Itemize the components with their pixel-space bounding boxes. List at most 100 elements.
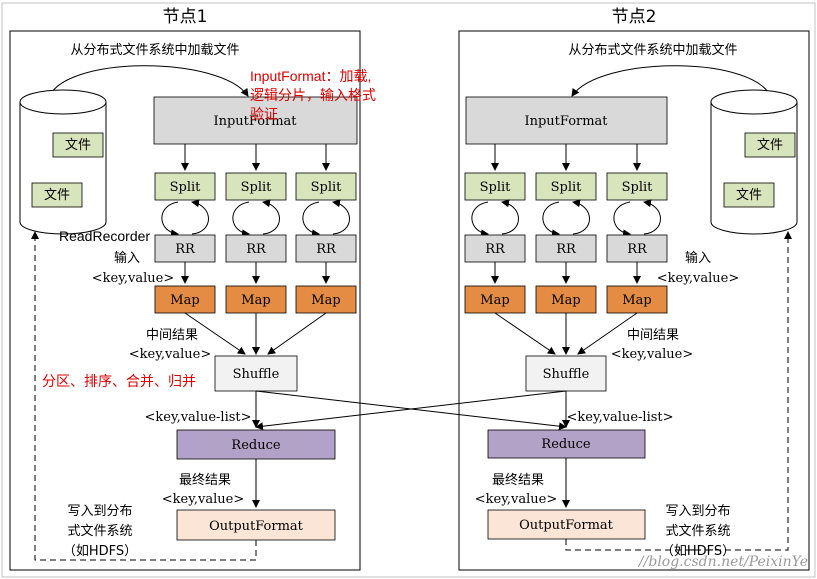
node1-map-label-3: Map bbox=[311, 293, 340, 308]
node2-file-label-2: 文件 bbox=[736, 188, 762, 203]
node2-final-label: 最终结果 bbox=[492, 472, 544, 488]
node2-write-back-path bbox=[565, 231, 792, 551]
node1-shuffle-box bbox=[214, 355, 298, 392]
node1-mid-label: 中间结果 bbox=[146, 328, 198, 343]
node2-load-arrow bbox=[571, 65, 773, 101]
inputformat-note-line-3: 验证 bbox=[250, 106, 278, 122]
node1-final-kv: <key,value> bbox=[162, 492, 244, 507]
node1-reduce-label: Reduce bbox=[231, 438, 280, 453]
node1-frame bbox=[9, 30, 361, 571]
node1-write-line-3: （如HDFS） bbox=[63, 543, 137, 559]
node1-file-label-1: 文件 bbox=[65, 138, 91, 153]
node2-rr-label-2: RR bbox=[556, 242, 577, 257]
node2-file-box-1 bbox=[744, 132, 796, 158]
node1-write-back-path bbox=[31, 231, 257, 561]
node1-map-label-2: Map bbox=[241, 293, 270, 308]
node1-file-label-2: 文件 bbox=[44, 188, 70, 203]
node1-mid-kv: <key,value> bbox=[129, 347, 211, 362]
node2-shuffle-box bbox=[525, 355, 607, 392]
cross-arrow-2-to-1 bbox=[255, 390, 567, 431]
node2-write-line-2: 式文件系统 bbox=[665, 524, 730, 539]
node1-input-kv: <key,value> bbox=[92, 271, 174, 286]
node2-rr-box-2 bbox=[535, 234, 597, 263]
node2-mid-label: 中间结果 bbox=[627, 328, 679, 343]
node1-map-box-2 bbox=[225, 285, 287, 314]
node2-split-label-3: Split bbox=[622, 180, 654, 195]
node1-outputformat-box bbox=[176, 509, 336, 541]
node1-split-label-2: Split bbox=[241, 180, 273, 195]
shuffle-note: 分区、排序、合并、归并 bbox=[42, 373, 196, 389]
node2-reduce-label: Reduce bbox=[541, 437, 590, 452]
node1-split-box-2 bbox=[225, 172, 287, 201]
node2-rr-label-3: RR bbox=[627, 242, 648, 257]
node2-frame bbox=[458, 30, 810, 571]
node1-split-label-3: Split bbox=[311, 180, 343, 195]
node1-load-arrow bbox=[47, 65, 249, 101]
node2-map-label-1: Map bbox=[480, 293, 509, 308]
node1-rr-label-1: RR bbox=[175, 242, 196, 257]
node2-rr-label-1: RR bbox=[485, 242, 506, 257]
node2-outputformat-box bbox=[487, 509, 646, 540]
node1-write-line-1: 写入到分布 bbox=[67, 504, 132, 519]
node1-map-box-3 bbox=[295, 285, 357, 314]
node2-file-box-2 bbox=[723, 182, 775, 208]
node1-inputformat-label: InputFormat bbox=[213, 114, 297, 129]
node1-shuffle-label: Shuffle bbox=[233, 367, 280, 382]
node2-outputformat-label: OutputFormat bbox=[519, 518, 614, 533]
watermark: //blog.csdn.net/PeixinYe bbox=[637, 554, 808, 570]
node1-rr-box-3 bbox=[295, 234, 357, 263]
node2-map-box-3 bbox=[606, 285, 668, 314]
node2-split-box-2 bbox=[535, 172, 597, 201]
node2-file-label-1: 文件 bbox=[757, 138, 783, 153]
node1-reduce-box bbox=[176, 429, 336, 460]
node1-storage-cylinder bbox=[19, 89, 107, 235]
node2-input-label: 输入 bbox=[685, 250, 711, 266]
node2-split-box-3 bbox=[606, 172, 668, 201]
node1-final-label: 最终结果 bbox=[179, 472, 231, 488]
node2-map-label-3: Map bbox=[622, 293, 651, 308]
node2-reduce-box bbox=[487, 429, 646, 459]
node1-split-box-3 bbox=[295, 172, 357, 201]
inputformat-note-line-1: InputFormat：加载, bbox=[250, 68, 371, 84]
node2-write-line-3: （如HDFS） bbox=[661, 543, 735, 559]
node1-file-box-1 bbox=[52, 132, 104, 158]
node2-write-line-1: 写入到分布 bbox=[665, 504, 730, 519]
node2-split-box-1 bbox=[464, 172, 526, 201]
node2-map-label-2: Map bbox=[551, 293, 580, 308]
node1-inputformat-box bbox=[153, 96, 358, 145]
node1-outputformat-label: OutputFormat bbox=[209, 519, 304, 534]
node2-inputformat-box bbox=[465, 96, 668, 145]
node1-map-label-1: Map bbox=[170, 293, 199, 308]
node2-inputformat-label: InputFormat bbox=[524, 114, 608, 129]
node1-file-box-2 bbox=[31, 182, 83, 208]
node1-rr-box-1 bbox=[154, 234, 216, 263]
node1-map-box-1 bbox=[154, 285, 216, 314]
node2-rr-box-1 bbox=[464, 234, 526, 263]
node1-load-caption: 从分布式文件系统中加载文件 bbox=[70, 43, 239, 58]
record-reader-label: ReadRecorder bbox=[59, 228, 150, 244]
inputformat-note-line-2: 逻辑分片，输入格式 bbox=[250, 87, 376, 103]
node2-title: 节点2 bbox=[612, 7, 657, 27]
node1-write-line-2: 式文件系统 bbox=[67, 524, 132, 539]
node1-reduce-kv: <key,value-list> bbox=[144, 410, 251, 425]
node1-rr-label-2: RR bbox=[246, 242, 267, 257]
node2-load-caption: 从分布式文件系统中加载文件 bbox=[568, 43, 737, 58]
node2-split-label-1: Split bbox=[480, 180, 512, 195]
node2-split-label-2: Split bbox=[551, 180, 583, 195]
node1-rr-box-2 bbox=[225, 234, 287, 263]
node2-reduce-kv: <key,value-list> bbox=[566, 410, 673, 425]
node1-input-label: 输入 bbox=[114, 250, 140, 266]
node1-rr-label-3: RR bbox=[316, 242, 337, 257]
node2-final-kv: <key,value> bbox=[475, 492, 557, 507]
node2-mid-kv: <key,value> bbox=[611, 347, 693, 362]
node2-shuffle-label: Shuffle bbox=[543, 367, 590, 382]
node1-title: 节点1 bbox=[163, 7, 208, 27]
node2-rr-box-3 bbox=[606, 234, 668, 263]
node2-storage-cylinder bbox=[710, 89, 798, 235]
node1-split-box-1 bbox=[154, 172, 216, 201]
node2-map-box-2 bbox=[535, 285, 597, 314]
node2-input-kv: <key,value> bbox=[657, 271, 739, 286]
node1-split-label-1: Split bbox=[170, 180, 202, 195]
